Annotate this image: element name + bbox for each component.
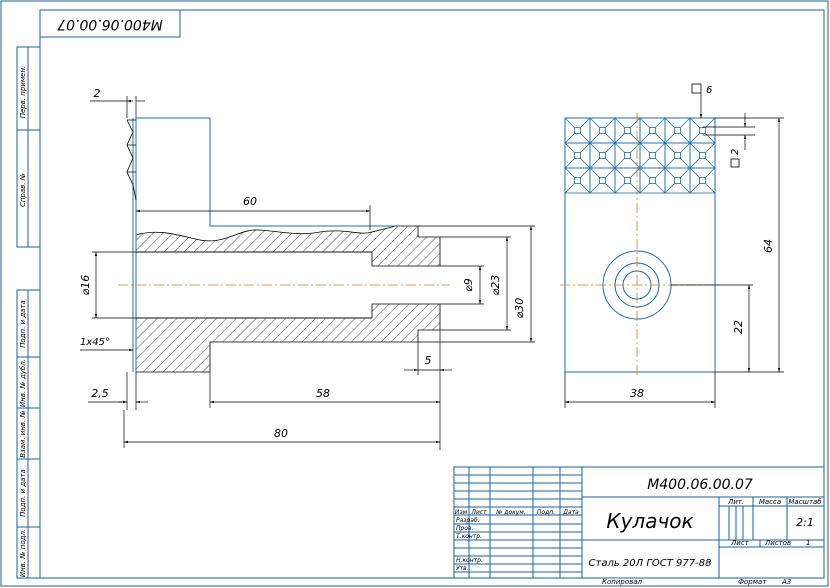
role-label: Пров. (456, 525, 474, 532)
lit-label: Лит. (727, 498, 744, 506)
flange-outline (136, 117, 396, 227)
role-label: Разраб. (456, 517, 480, 524)
copied-label: Копировал (602, 578, 643, 586)
dimension-label: 2,5 (91, 387, 109, 400)
dimension-label: 5 (425, 354, 432, 367)
knurl-pattern (564, 117, 716, 194)
knurl-cell (689, 142, 716, 169)
dimension-label: 22 (732, 320, 745, 334)
hatch-lower (135, 303, 441, 373)
knurl-cell (564, 142, 591, 169)
dimension-label: 60 (243, 195, 257, 208)
title-header: Подп. (537, 509, 555, 516)
format-label: Формат (738, 578, 767, 586)
title-header: Дата (562, 509, 579, 516)
dimension-label: 38 (630, 387, 644, 400)
dimension-label: 64 (762, 239, 775, 253)
knurl-cell (689, 167, 716, 194)
role-label: Н.контр. (456, 557, 483, 564)
title-block: Изм Лист № докум. Подп. Дата Разраб. Про… (453, 466, 825, 586)
mirrored-designation: М400.06.00.07 (57, 16, 163, 32)
scale-label: Масштаб (788, 498, 822, 506)
stamp-label: Перв. примен. (19, 66, 27, 119)
knurl-cell (664, 142, 691, 169)
knurl-cell (639, 142, 666, 169)
dimension-label: ⌀23 (489, 275, 502, 296)
stamp-label: Справ. № (19, 173, 27, 207)
scale-value: 2:1 (796, 516, 814, 529)
knurl-cell (589, 167, 616, 194)
title-header: Лист (470, 509, 487, 516)
dimension-label: ⌀30 (513, 298, 526, 319)
knurl-cell (564, 167, 591, 194)
stamp-label: Инв. № дубл. (19, 359, 27, 407)
knurl-cell (664, 167, 691, 194)
sheets-value: 1 (806, 539, 810, 547)
mass-label: Масса (759, 498, 781, 506)
knurl-cell (614, 117, 641, 144)
dimension-label: 2 (94, 87, 101, 100)
designation: М400.06.00.07 (647, 477, 753, 493)
role-label: Т.контр. (456, 533, 482, 540)
knurl-cell (614, 167, 641, 194)
square-symbol (691, 83, 702, 94)
role-label: Утв. (456, 565, 469, 572)
knurl-cell (664, 117, 691, 144)
knurl-cell (564, 117, 591, 144)
dimension-label: 1x45° (80, 337, 110, 348)
format-value: А3 (781, 578, 791, 586)
dimension-label: 58 (316, 387, 330, 400)
stamp-label: Взам. инв. № (19, 410, 27, 458)
knurl-cell (589, 117, 616, 144)
mirrored-designation-box: М400.06.00.07 (39, 9, 181, 38)
dimension-label: 6 (706, 85, 712, 96)
sheet-label: Лист (730, 539, 750, 547)
material: Сталь 20Л ГОСТ 977-88 (589, 558, 712, 569)
hatch-upper (135, 225, 441, 267)
knurl-cell (639, 117, 666, 144)
dimension-label: 80 (274, 427, 288, 440)
title-header: № докум. (495, 509, 526, 516)
knurl-cell (614, 142, 641, 169)
part-name: Кулачок (606, 509, 693, 533)
title-header: Изм (455, 509, 468, 516)
stamp-label: Подп. и дата (19, 469, 27, 517)
dimension-label: ⌀16 (79, 275, 92, 296)
side-view: 6 2 64 22 38 (560, 83, 784, 408)
dimension-label: ⌀9 (462, 278, 475, 292)
section-view: 60 2 ⌀16 ⌀9 ⌀23 ⌀30 1x45° (79, 87, 535, 450)
knurl-cell (689, 117, 716, 144)
knurl-cell (639, 167, 666, 194)
stamp-label: Подп. и дата (19, 300, 27, 348)
serration-profile (126, 119, 137, 201)
left-stamp-column: Перв. примен. Справ. № Подп. и дата Инв.… (16, 46, 41, 579)
knurl-cell (589, 142, 616, 169)
stamp-label: Инв. № подл. (19, 529, 27, 577)
sheets-label: Листов (764, 539, 791, 547)
dimension-label: 2 (730, 149, 741, 155)
